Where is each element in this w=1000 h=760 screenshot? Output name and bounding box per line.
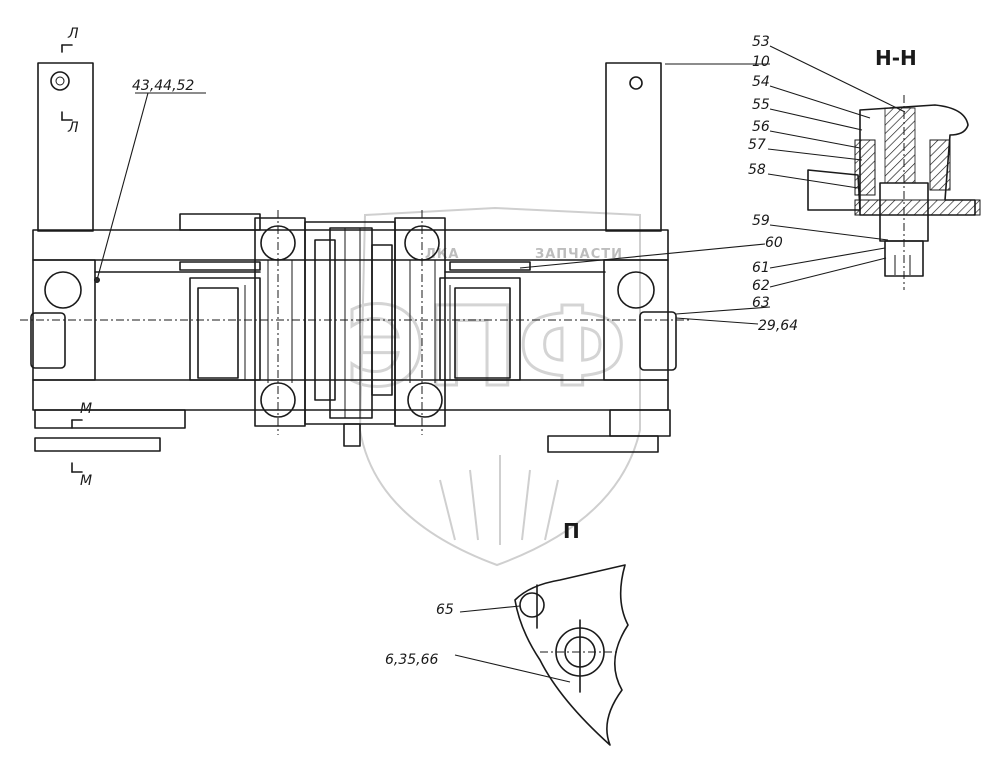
view-P: П 65 6,35,66 <box>385 519 629 746</box>
callout-10: 10 <box>752 54 770 70</box>
bottom-left-plate <box>34 437 161 452</box>
top-beam <box>32 229 669 261</box>
left-motor-box <box>30 312 66 369</box>
callout-55: 55 <box>752 97 770 113</box>
left-upright-bar <box>37 62 94 232</box>
callout-43-44-52: 43,44,52 <box>94 78 206 283</box>
left-upright-hole <box>50 71 70 91</box>
right-end-roller <box>617 271 655 309</box>
right-bottom-wheel <box>407 382 443 418</box>
left-end-roller <box>44 271 82 309</box>
central-shaft-end <box>343 423 361 447</box>
svg-text:43,44,52: 43,44,52 <box>132 78 194 94</box>
callout-58: 58 <box>748 162 766 178</box>
section-mark-L-bottom: Л <box>67 120 79 136</box>
view-P-small-bolt <box>519 592 545 618</box>
view-P-title: П <box>563 519 580 543</box>
watermark-logo: ЭПФ ЛКА ЗАПЧАСТИ <box>344 206 641 567</box>
callout-56: 56 <box>752 119 770 135</box>
section-mark-M-top: М <box>80 401 92 417</box>
callout-65: 65 <box>436 602 454 618</box>
section-markers: Л Л М М <box>61 26 92 489</box>
section-mark-M-bottom: М <box>80 473 92 489</box>
callout-60: 60 <box>765 235 783 251</box>
bottom-right-plate <box>547 435 659 453</box>
right-motor-box <box>639 311 677 371</box>
section-NN-callouts: 53 10 54 55 56 57 58 59 60 61 62 63 29,6… <box>519 34 906 334</box>
callout-53: 53 <box>752 34 770 50</box>
right-upright-hole <box>629 76 643 90</box>
watermark-right-word: ЗАПЧАСТИ <box>535 247 623 262</box>
right-upright-bar <box>605 62 662 232</box>
watermark-left-word: ЛКА <box>425 247 459 262</box>
callout-62: 62 <box>752 278 770 294</box>
section-NN-view: Н-Н <box>807 46 981 290</box>
callout-61: 61 <box>752 260 770 276</box>
callout-59: 59 <box>752 213 770 229</box>
bottom-left-bar <box>34 409 186 429</box>
callout-6-35-66: 6,35,66 <box>385 652 439 668</box>
view-P-plate <box>514 564 629 746</box>
callout-29-64: 29,64 <box>758 318 798 334</box>
watermark-letters: ЭПФ <box>345 283 627 411</box>
section-NN-title: Н-Н <box>875 46 917 70</box>
bottom-beam <box>32 379 669 411</box>
callout-57: 57 <box>748 137 766 153</box>
main-plan-view <box>20 62 690 453</box>
callout-54: 54 <box>752 74 770 90</box>
section-mark-L-top: Л <box>67 26 79 42</box>
